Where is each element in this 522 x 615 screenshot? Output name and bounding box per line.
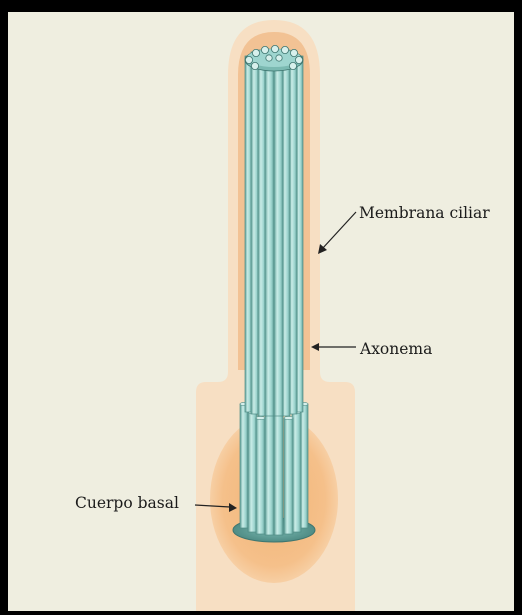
basal-body-tubes xyxy=(240,402,308,535)
axoneme-tubes xyxy=(245,50,303,416)
label-cuerpo-basal: Cuerpo basal xyxy=(75,496,179,512)
label-axonema: Axonema xyxy=(360,342,432,358)
label-membrana-ciliar: Membrana ciliar xyxy=(359,206,490,222)
